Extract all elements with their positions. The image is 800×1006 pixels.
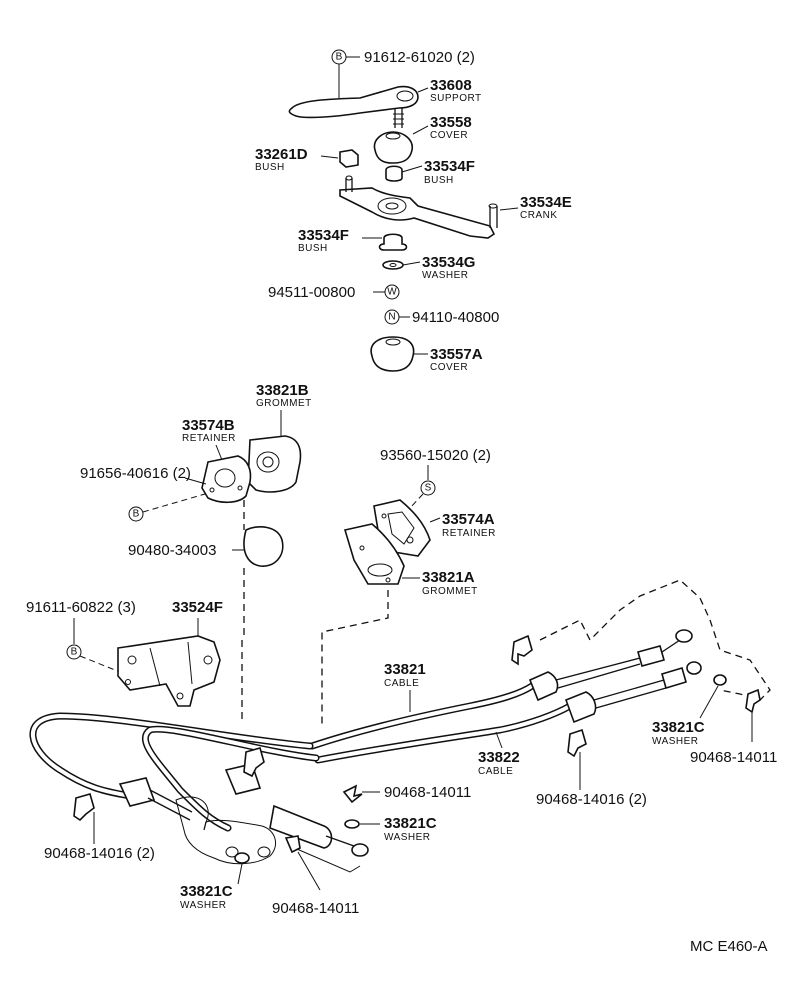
diagram-reference-code: MC E460-A (690, 938, 768, 955)
bush-upper-part (385, 165, 403, 182)
part-number-33574a: 33574A (442, 511, 495, 528)
part-number-33261d: 33261D (255, 146, 308, 163)
screw-symbol-s (420, 480, 436, 496)
symbol-s: S (425, 483, 432, 494)
part-number-33534g: 33534G (422, 254, 475, 271)
bolt-symbol-b-top: B (331, 49, 360, 98)
symbol-n: N (388, 312, 395, 323)
part-number-33524f: 33524F (172, 599, 223, 616)
hole-plug-part (243, 526, 284, 567)
part-number-93560-15020: 93560-15020 (2) (380, 447, 491, 464)
support-part (288, 85, 419, 128)
part-number-90480-34003: 90480-34003 (128, 542, 216, 559)
cable-33822 (141, 661, 702, 857)
part-desc-bush-lower: BUSH (298, 243, 328, 254)
part-desc-washer: WASHER (422, 270, 469, 281)
part-desc-support: SUPPORT (430, 93, 482, 104)
part-number-33821c-right: 33821C (652, 719, 705, 736)
part-desc-cable-33821: CABLE (384, 678, 419, 689)
part-number-33821b: 33821B (256, 382, 309, 399)
lower-linkage-part (175, 796, 361, 873)
part-number-33608: 33608 (430, 77, 472, 94)
part-desc-washer-center: WASHER (384, 832, 431, 843)
part-desc-retainer-b: RETAINER (182, 433, 236, 444)
washer-symbol-w (384, 284, 400, 300)
part-number-33821c-lower: 33821C (180, 883, 233, 900)
part-number-90468-14016-right: 90468-14016 (2) (536, 791, 647, 808)
symbol-w: W (387, 287, 397, 298)
part-number-90468-14011-lower: 90468-14011 (272, 900, 359, 917)
symbol-b-left: B (133, 509, 140, 520)
part-number-33534f-upper: 33534F (424, 158, 475, 175)
washer-center-part (344, 819, 360, 829)
clip-right (567, 728, 587, 758)
part-number-33558: 33558 (430, 114, 472, 131)
part-number-33821: 33821 (384, 661, 426, 678)
part-number-90468-14011-center: 90468-14011 (384, 784, 471, 801)
part-desc-washer-lower: WASHER (180, 900, 227, 911)
part-desc-bush: BUSH (255, 162, 285, 173)
clip-far-right (745, 688, 761, 714)
part-desc-retainer-a: RETAINER (442, 528, 496, 539)
washer-right-part (713, 674, 727, 686)
part-desc-cable-33822: CABLE (478, 766, 513, 777)
transaxle-outline (539, 579, 771, 701)
part-number-33822: 33822 (478, 749, 520, 766)
washer-lower-left-part (234, 852, 250, 864)
part-desc-grommet-b: GROMMET (256, 398, 312, 409)
part-number-33821c-center: 33821C (384, 815, 437, 832)
part-number-33557a: 33557A (430, 346, 483, 363)
part-desc-washer-right: WASHER (652, 736, 699, 747)
part-number-33574b: 33574B (182, 417, 235, 434)
part-number-91656-40616: 91656-40616 (2) (80, 465, 191, 482)
part-number-33534e: 33534E (520, 194, 572, 211)
grommet-b-part (247, 435, 302, 493)
part-desc-bush-upper: BUSH (424, 175, 454, 186)
grommet-a-part (343, 523, 405, 585)
retainer-b-part (201, 455, 252, 504)
part-number-90468-14016-left: 90468-14016 (2) (44, 845, 155, 862)
bolt-symbol-b-left (128, 506, 144, 522)
clip-left (73, 793, 95, 822)
bolt-symbol-b-bracket (66, 644, 82, 660)
part-desc-crank: CRANK (520, 210, 558, 221)
part-number-90468-14011-right: 90468-14011 (690, 749, 777, 766)
symbol-b-bracket: B (71, 647, 78, 658)
washer-part (382, 260, 404, 270)
part-desc-grommet-a: GROMMET (422, 586, 478, 597)
clip-upper-right (511, 634, 533, 666)
clip-lower-center (284, 835, 301, 854)
part-desc-cover-lower: COVER (430, 362, 468, 373)
bolt-symbol-b: B (336, 52, 343, 63)
part-desc-cover: COVER (430, 130, 468, 141)
part-number-33821a: 33821A (422, 569, 475, 586)
bracket-part (117, 635, 221, 707)
part-number-91612-61020: 91612-61020 (2) (364, 49, 475, 66)
part-number-33534f-lower: 33534F (298, 227, 349, 244)
crank-part (339, 175, 498, 239)
part-number-94511-00800: 94511-00800 (268, 284, 355, 301)
cover-boot-part (373, 131, 414, 164)
part-number-91611-60822: 91611-60822 (3) (26, 599, 136, 616)
bush-lower-part (378, 233, 408, 251)
part-number-94110-40800: 94110-40800 (412, 309, 499, 326)
clip-arrow-center (342, 784, 363, 804)
cover-lower-part (370, 336, 415, 372)
bush-cube-part (339, 149, 359, 168)
clip-center (243, 747, 265, 778)
cable-33821 (29, 629, 693, 821)
